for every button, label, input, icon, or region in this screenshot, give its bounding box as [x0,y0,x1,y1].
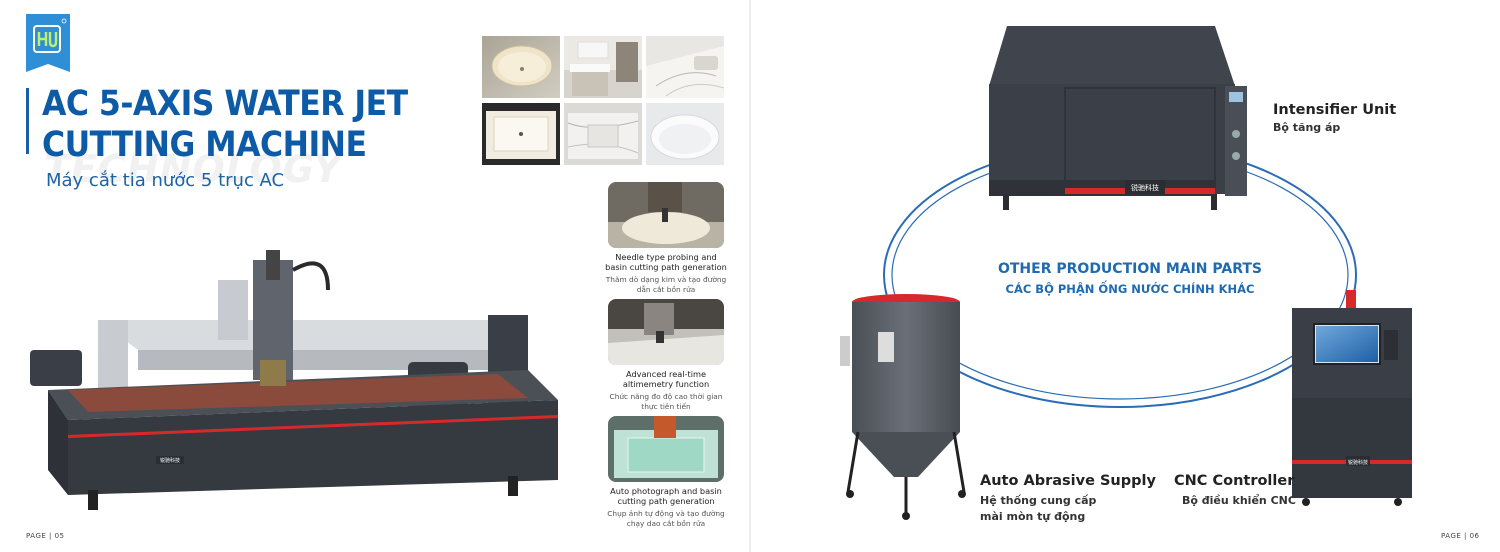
sample-photo-rect-sink [482,103,560,165]
feature-en-text: Auto photograph and basin cutting path g… [610,486,722,506]
cnc-brand-label: 锐驰科技 [1348,459,1368,466]
parts-heading-vi: CÁC BỘ PHẬN ỐNG NƯỚC CHÍNH KHÁC [1005,282,1255,296]
feature-altimetry: Advanced real-time altimemetry function … [604,299,728,412]
machine-brand-label: 锐驰科技 [160,457,180,464]
intensifier-label-vi: Bộ tăng áp [1273,121,1341,134]
feature-vi-text: Chụp ảnh tự động và tạo đường chạy dao c… [607,509,725,528]
intensifier-brand-label: 锐驰科技 [1131,183,1159,192]
abrasive-label: Auto Abrasive Supply Hệ thống cung cấp m… [980,471,1156,525]
feature-image-auto-photograph [608,416,724,482]
page-number-right: PAGE | 06 [1441,532,1480,540]
page-title: AC 5-AXIS WATER JET CUTTING MACHINE [42,84,462,166]
parts-heading-en: OTHER PRODUCTION MAIN PARTS [997,261,1262,277]
watermark-text: TECHNOLOGY [44,147,343,191]
cnc-label: CNC Controller Bộ điều khiển CNC [1174,471,1296,509]
title-line-2: CUTTING MACHINE [42,125,367,165]
logo [26,14,70,72]
feature-vi-text: Thăm dò dạng kim và tạo đường dẫn cắt bồ… [605,275,727,294]
spread-gutter [749,0,751,552]
page-subtitle: Máy cắt tia nước 5 trục AC [46,170,285,191]
feature-en-text: Advanced real-time altimemetry function [622,369,710,389]
sample-photo-oval-sink [482,36,560,98]
parts-heading: OTHER PRODUCTION MAIN PARTS CÁC BỘ PHẬN … [985,259,1275,299]
abrasive-label-en: Auto Abrasive Supply [980,473,1156,489]
page-number-left: PAGE | 05 [26,532,65,540]
intensifier-label-en: Intensifier Unit [1273,102,1397,118]
title-accent-bar [26,88,29,154]
feature-image-altimetry [608,299,724,365]
intensifier-unit-image: 锐驰科技 [989,26,1247,210]
sample-photo-kitchen [564,36,642,98]
abrasive-label-vi-2: mài mòn tự động [980,510,1086,523]
abrasive-label-vi-1: Hệ thống cung cấp [980,494,1097,507]
feature-image-needle-probing [608,182,724,248]
sample-photo-marble-top [646,36,724,98]
intensifier-label: Intensifier Unit Bộ tăng áp [1273,100,1396,136]
feature-auto-photograph: Auto photograph and basin cutting path g… [604,416,728,529]
title-line-1: AC 5-AXIS WATER JET [42,84,408,124]
cnc-controller-image: 锐驰科技 [1292,290,1412,506]
water-jet-machine-image: 锐驰科技 [30,250,558,510]
feature-en-text: Needle type probing and basin cutting pa… [605,252,727,272]
cnc-label-en: CNC Controller [1174,473,1295,489]
sample-photo-marble-sink [564,103,642,165]
feature-vi-text: Chức năng đo độ cao thời gian thực tiên … [609,392,723,411]
feature-needle-probing: Needle type probing and basin cutting pa… [604,182,728,295]
abrasive-supply-image [840,294,966,520]
sample-photo-white-basin [646,103,724,165]
cnc-label-vi: Bộ điều khiển CNC [1182,494,1296,507]
